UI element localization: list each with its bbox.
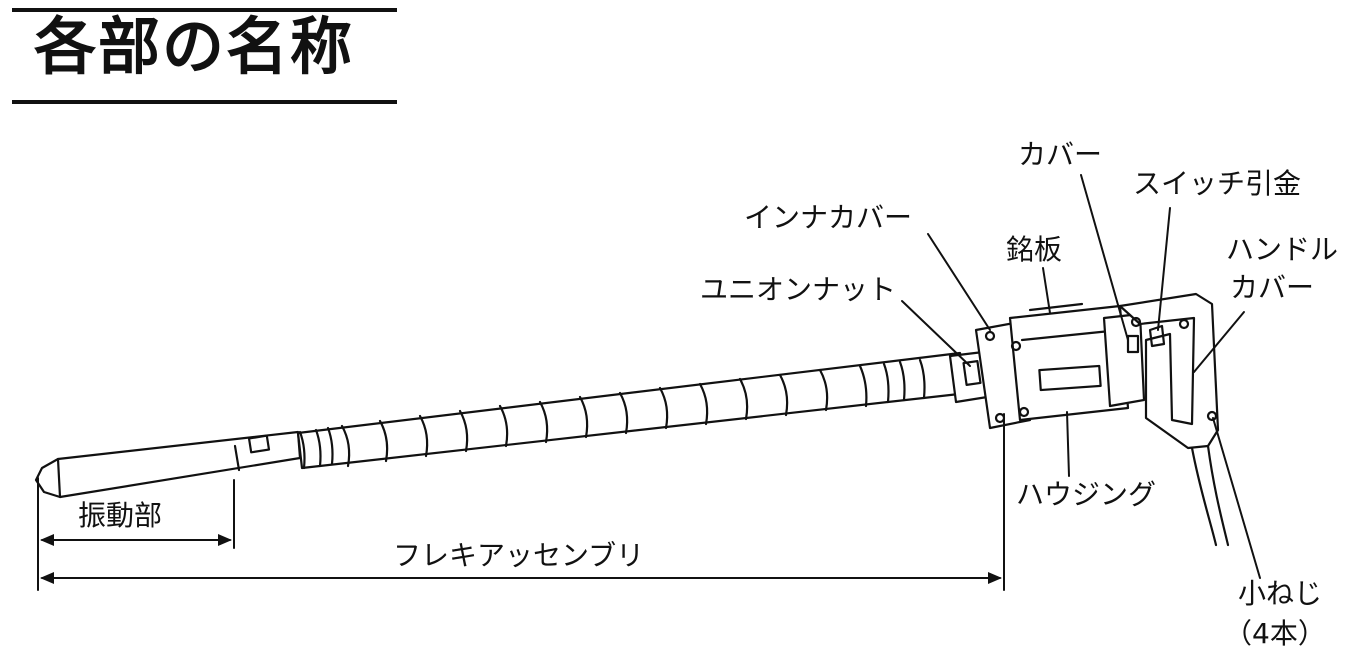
dimension-lines (37, 413, 1005, 591)
label-small-screw-line1: 小ねじ (1238, 577, 1323, 610)
dimension-arrowheads (40, 534, 1002, 584)
page-title: 各部の名称 (34, 10, 355, 83)
label-switch-trigger: スイッチ引金 (1133, 167, 1302, 200)
leader-lines (901, 174, 1261, 579)
cover-drawing (1102, 312, 1146, 408)
label-handle-cover-line1: ハンドル (1226, 233, 1339, 266)
label-flexible-assembly: フレキアッセンブリ (393, 539, 645, 572)
vibration-head-drawing (34, 430, 302, 499)
title-rule-bottom (12, 100, 397, 104)
housing-drawing (1008, 302, 1130, 422)
label-handle-cover-line2: カバー (1230, 271, 1315, 304)
label-inner-cover: インナカバー (744, 201, 913, 234)
label-vibration-part: 振動部 (78, 499, 163, 532)
label-nameplate: 銘板 (1006, 233, 1063, 266)
label-housing: ハウジング (1016, 478, 1157, 511)
cable-drawing (1190, 444, 1230, 547)
label-union-nut: ユニオンナット (700, 273, 897, 306)
flexible-hose-drawing (296, 351, 970, 470)
label-small-screw-line2: （4本） (1224, 617, 1326, 650)
title-rule-top (12, 8, 397, 12)
label-cover: カバー (1018, 138, 1103, 171)
